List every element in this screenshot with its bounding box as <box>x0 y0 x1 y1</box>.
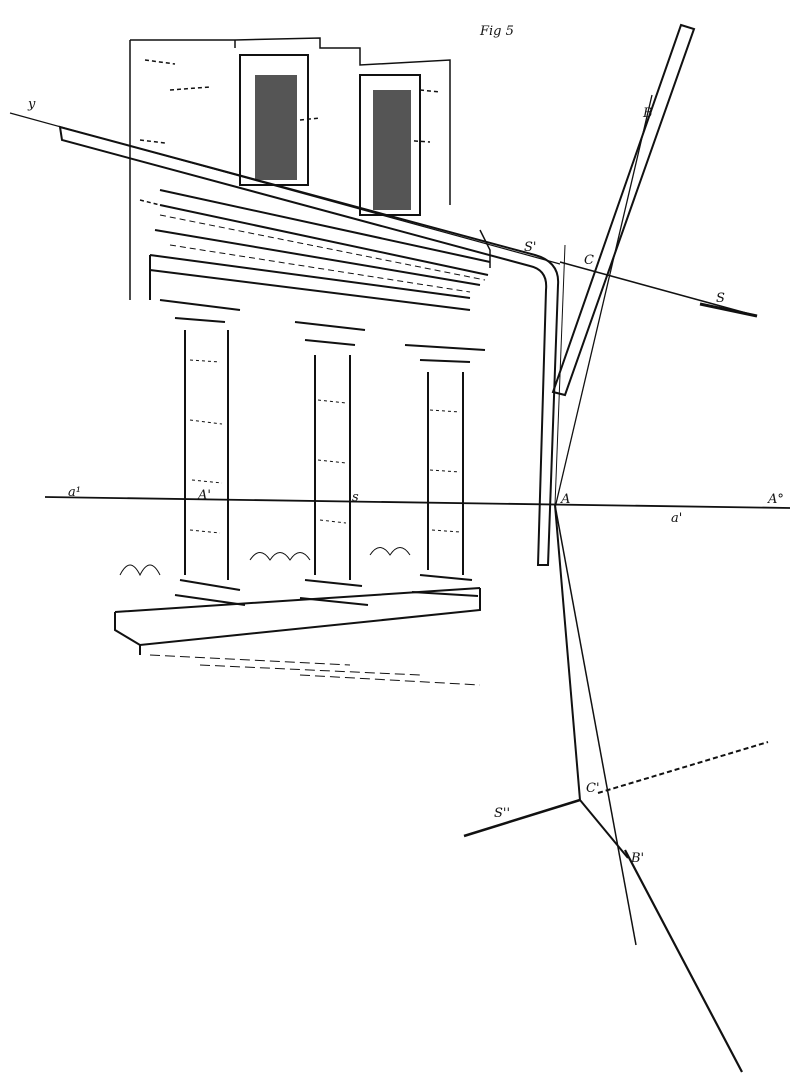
column-middle <box>294 321 369 606</box>
horizon-line <box>44 496 791 509</box>
line-A-Cprime <box>554 504 581 801</box>
label-S: S <box>716 291 725 306</box>
shrubs <box>119 547 411 577</box>
stylobate-base <box>114 587 481 686</box>
label-a-prime: a' <box>671 511 682 526</box>
bent-ruler <box>58 125 560 566</box>
line-Bprime-extension <box>624 849 743 1073</box>
building-upper-wall <box>129 37 491 300</box>
column-left <box>159 299 246 606</box>
line-S <box>559 261 758 317</box>
figure-title: Fig 5 <box>479 24 514 39</box>
cornice <box>149 189 491 311</box>
label-S-prime: S' <box>524 240 536 255</box>
label-B-prime: B' <box>630 851 644 866</box>
label-A: A <box>560 492 570 507</box>
straight-ruler-B <box>551 23 696 397</box>
label-a1: a¹ <box>68 485 81 500</box>
window-left <box>239 54 309 186</box>
label-A-deg: A° <box>767 492 784 507</box>
line-C-A <box>554 244 566 506</box>
figure-labels: Fig 5 y B S' C S a¹ A' s A A° a' S'' C' … <box>27 24 784 866</box>
label-s: s <box>352 490 359 505</box>
column-right <box>404 344 486 597</box>
label-C-prime: C' <box>586 781 600 796</box>
label-C: C <box>584 253 594 268</box>
construction-lines <box>9 23 791 1073</box>
line-B-A <box>554 94 653 509</box>
line-Cprime-Bprime <box>579 799 629 859</box>
line-S-double <box>463 798 581 838</box>
label-y: y <box>27 97 36 112</box>
dashed-line-Cprime <box>597 741 769 794</box>
label-B: B <box>642 106 653 121</box>
line-A-Bprime <box>554 504 637 946</box>
window-right <box>359 74 421 216</box>
building-illustration <box>114 37 491 686</box>
label-S-double: S'' <box>494 806 510 821</box>
label-A-prime: A' <box>197 488 211 503</box>
